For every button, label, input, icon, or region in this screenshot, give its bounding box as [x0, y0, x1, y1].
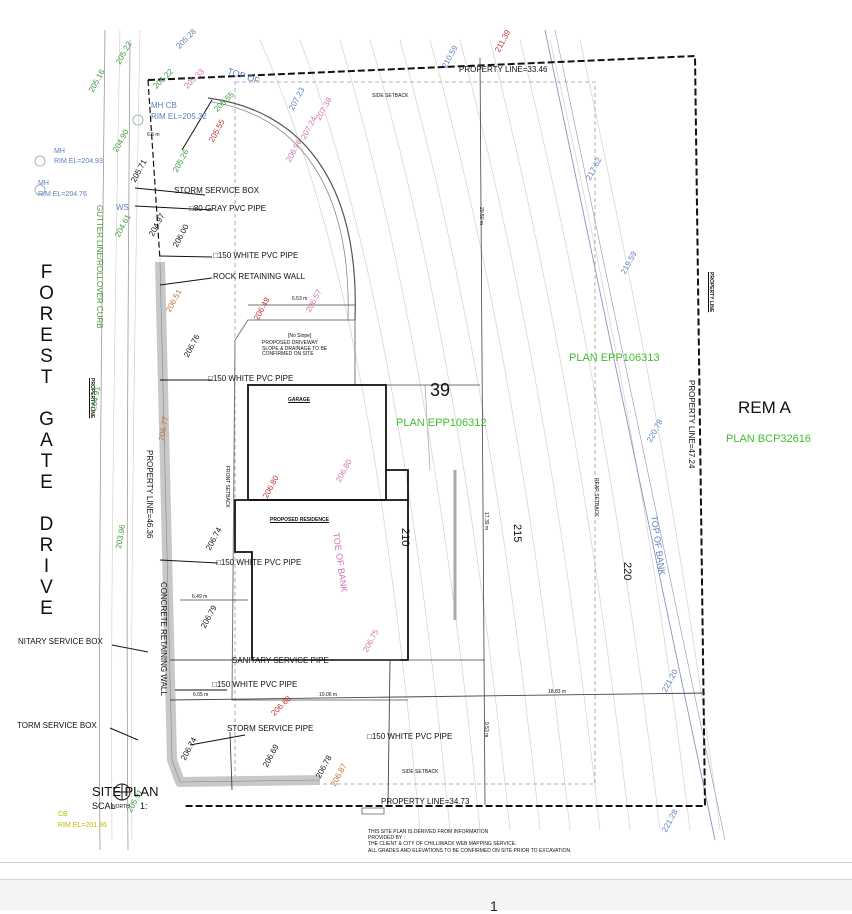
white-pvc-3-label: □150 WHITE PVC PIPE — [216, 558, 302, 567]
rim-cb-label: RIM EL=201.36 — [58, 822, 107, 829]
curved-retaining-wall — [207, 97, 356, 321]
dim-6: 6.5 m — [147, 132, 160, 138]
mh-b-label: MH — [38, 180, 49, 187]
contour-215: 215 — [511, 524, 523, 543]
leader-lines — [109, 99, 246, 746]
dim-8: 9.53 m — [483, 722, 489, 738]
concrete-wall-label: CONCRETE RETAINING WALL — [159, 582, 168, 696]
property-line-bottom-label: PROPERTY LINE=34.73 — [381, 797, 470, 806]
street-name: FOREST GATE DRIVE — [36, 262, 57, 619]
rem-a-label: REM A — [738, 398, 791, 417]
dim-5: 18.83 m — [548, 689, 567, 695]
storm-service-box-label: STORM SERVICE BOX — [174, 186, 260, 195]
catch-basin-icon — [132, 114, 144, 126]
rim-el-a: RIM EL=204.93 — [54, 158, 103, 165]
contour-lines — [111, 29, 721, 841]
site-plan-title: SITE PLAN — [92, 784, 159, 799]
gray-pvc-label: □80 GRAY PVC PIPE — [189, 204, 267, 213]
rear-setback: REAR SETBACK — [593, 478, 599, 517]
curb-lines — [99, 29, 131, 851]
dim-3: 6.05 m — [193, 692, 209, 698]
site-plan-sheet: FOREST GATE DRIVE PROPERTY LINE=33.46 PR… — [17, 27, 811, 854]
property-line-right-label: PROPERTY LINE=47.24 — [687, 380, 696, 469]
site-plan-drawing — [34, 29, 726, 851]
storm-box-2-label: TORM SERVICE BOX — [17, 721, 97, 730]
white-pvc-5-label: □150 WHITE PVC PIPE — [367, 732, 453, 741]
garage-label: GARAGE — [288, 397, 310, 403]
neighbor-plan: PLAN EPP106313 — [569, 352, 660, 364]
note-1: THIS SITE PLAN IS DERIVED FROM INFORMATI… — [368, 829, 489, 835]
page-number: 1 — [490, 898, 498, 914]
dim-7: 17.39 m — [483, 512, 489, 531]
dimension-line-h — [169, 692, 706, 701]
dim-2: 6.49 m — [192, 594, 208, 600]
white-pvc-4-label: □150 WHITE PVC PIPE — [212, 680, 298, 689]
lot-number: 39 — [430, 380, 451, 400]
slope-tag: [No Slope] — [288, 333, 312, 339]
residence-outline — [234, 499, 409, 661]
scale-ratio: 1: — [140, 801, 148, 811]
note-4: ALL GRADES AND ELEVATIONS TO BE CONFIRME… — [368, 848, 572, 854]
page-divider — [0, 862, 852, 863]
water-service-label: WS — [116, 203, 129, 212]
setback-line — [234, 81, 596, 785]
manhole-icon — [34, 184, 46, 196]
white-pvc-1-label: □150 WHITE PVC PIPE — [213, 251, 299, 260]
property-line — [147, 54, 707, 807]
sanitary-box-label: NITARY SERVICE BOX — [18, 637, 103, 646]
property-line-top-label: PROPERTY LINE=33.46 — [459, 65, 548, 74]
scale-label: SCAL — [92, 801, 116, 811]
north-label: NORTH — [112, 804, 130, 810]
rem-a-plan: PLAN BCP32616 — [726, 433, 811, 445]
rim-el-1: RIM EL=205.32 — [151, 112, 207, 121]
note-2: PROVIDED BY : — [368, 835, 405, 841]
dim-1: 6.53 m — [292, 296, 308, 302]
property-line-left-label: PROPERTY LINE=46.36 — [145, 450, 154, 539]
manhole-icon — [34, 155, 46, 167]
contour-220: 220 — [621, 562, 633, 581]
driveway-note: PROPOSED DRIVEWAY SLOPE & DRAINAGE TO BE… — [262, 340, 328, 357]
dim-4: 10.06 m — [319, 692, 338, 698]
white-pvc-2-label: □150 WHITE PVC PIPE — [208, 374, 294, 383]
rock-wall-label: ROCK RETAINING WALL — [213, 272, 306, 281]
mh-cb-label: MH CB — [151, 101, 177, 110]
gutter-label: GUTTER LINE/ROLLOVER CURB — [95, 205, 104, 329]
side-setback-bottom: SIDE SETBACK — [402, 769, 439, 775]
driveway-outline — [231, 319, 408, 701]
property-line-tag-right: PROPERTY LINE — [708, 272, 714, 313]
note-3: THE CLIENT & CITY OF CHILLIWACK WEB MAPP… — [368, 841, 517, 847]
dimension-line-v — [479, 57, 486, 806]
mh-a-label: MH — [54, 148, 65, 155]
sanitary-pipe-label: SANITARY SERVICE PIPE — [232, 656, 329, 665]
next-page-strip[interactable]: 1 — [0, 879, 852, 914]
side-setback-top: SIDE SETBACK — [372, 93, 409, 99]
front-setback: FRONT SETBACK — [224, 466, 230, 508]
rim-el-b: RIM EL=204.76 — [38, 191, 87, 198]
lot-plan: PLAN EPP106312 — [396, 417, 487, 429]
contour-210: 210 — [399, 528, 411, 547]
storm-pipe-label: STORM SERVICE PIPE — [227, 724, 314, 733]
cb-label: CB — [58, 811, 68, 818]
dim-9: 20.50 m — [478, 207, 484, 226]
residence-label: PROPOSED RESIDENCE — [270, 517, 329, 523]
top-of-bank-line — [544, 29, 716, 841]
